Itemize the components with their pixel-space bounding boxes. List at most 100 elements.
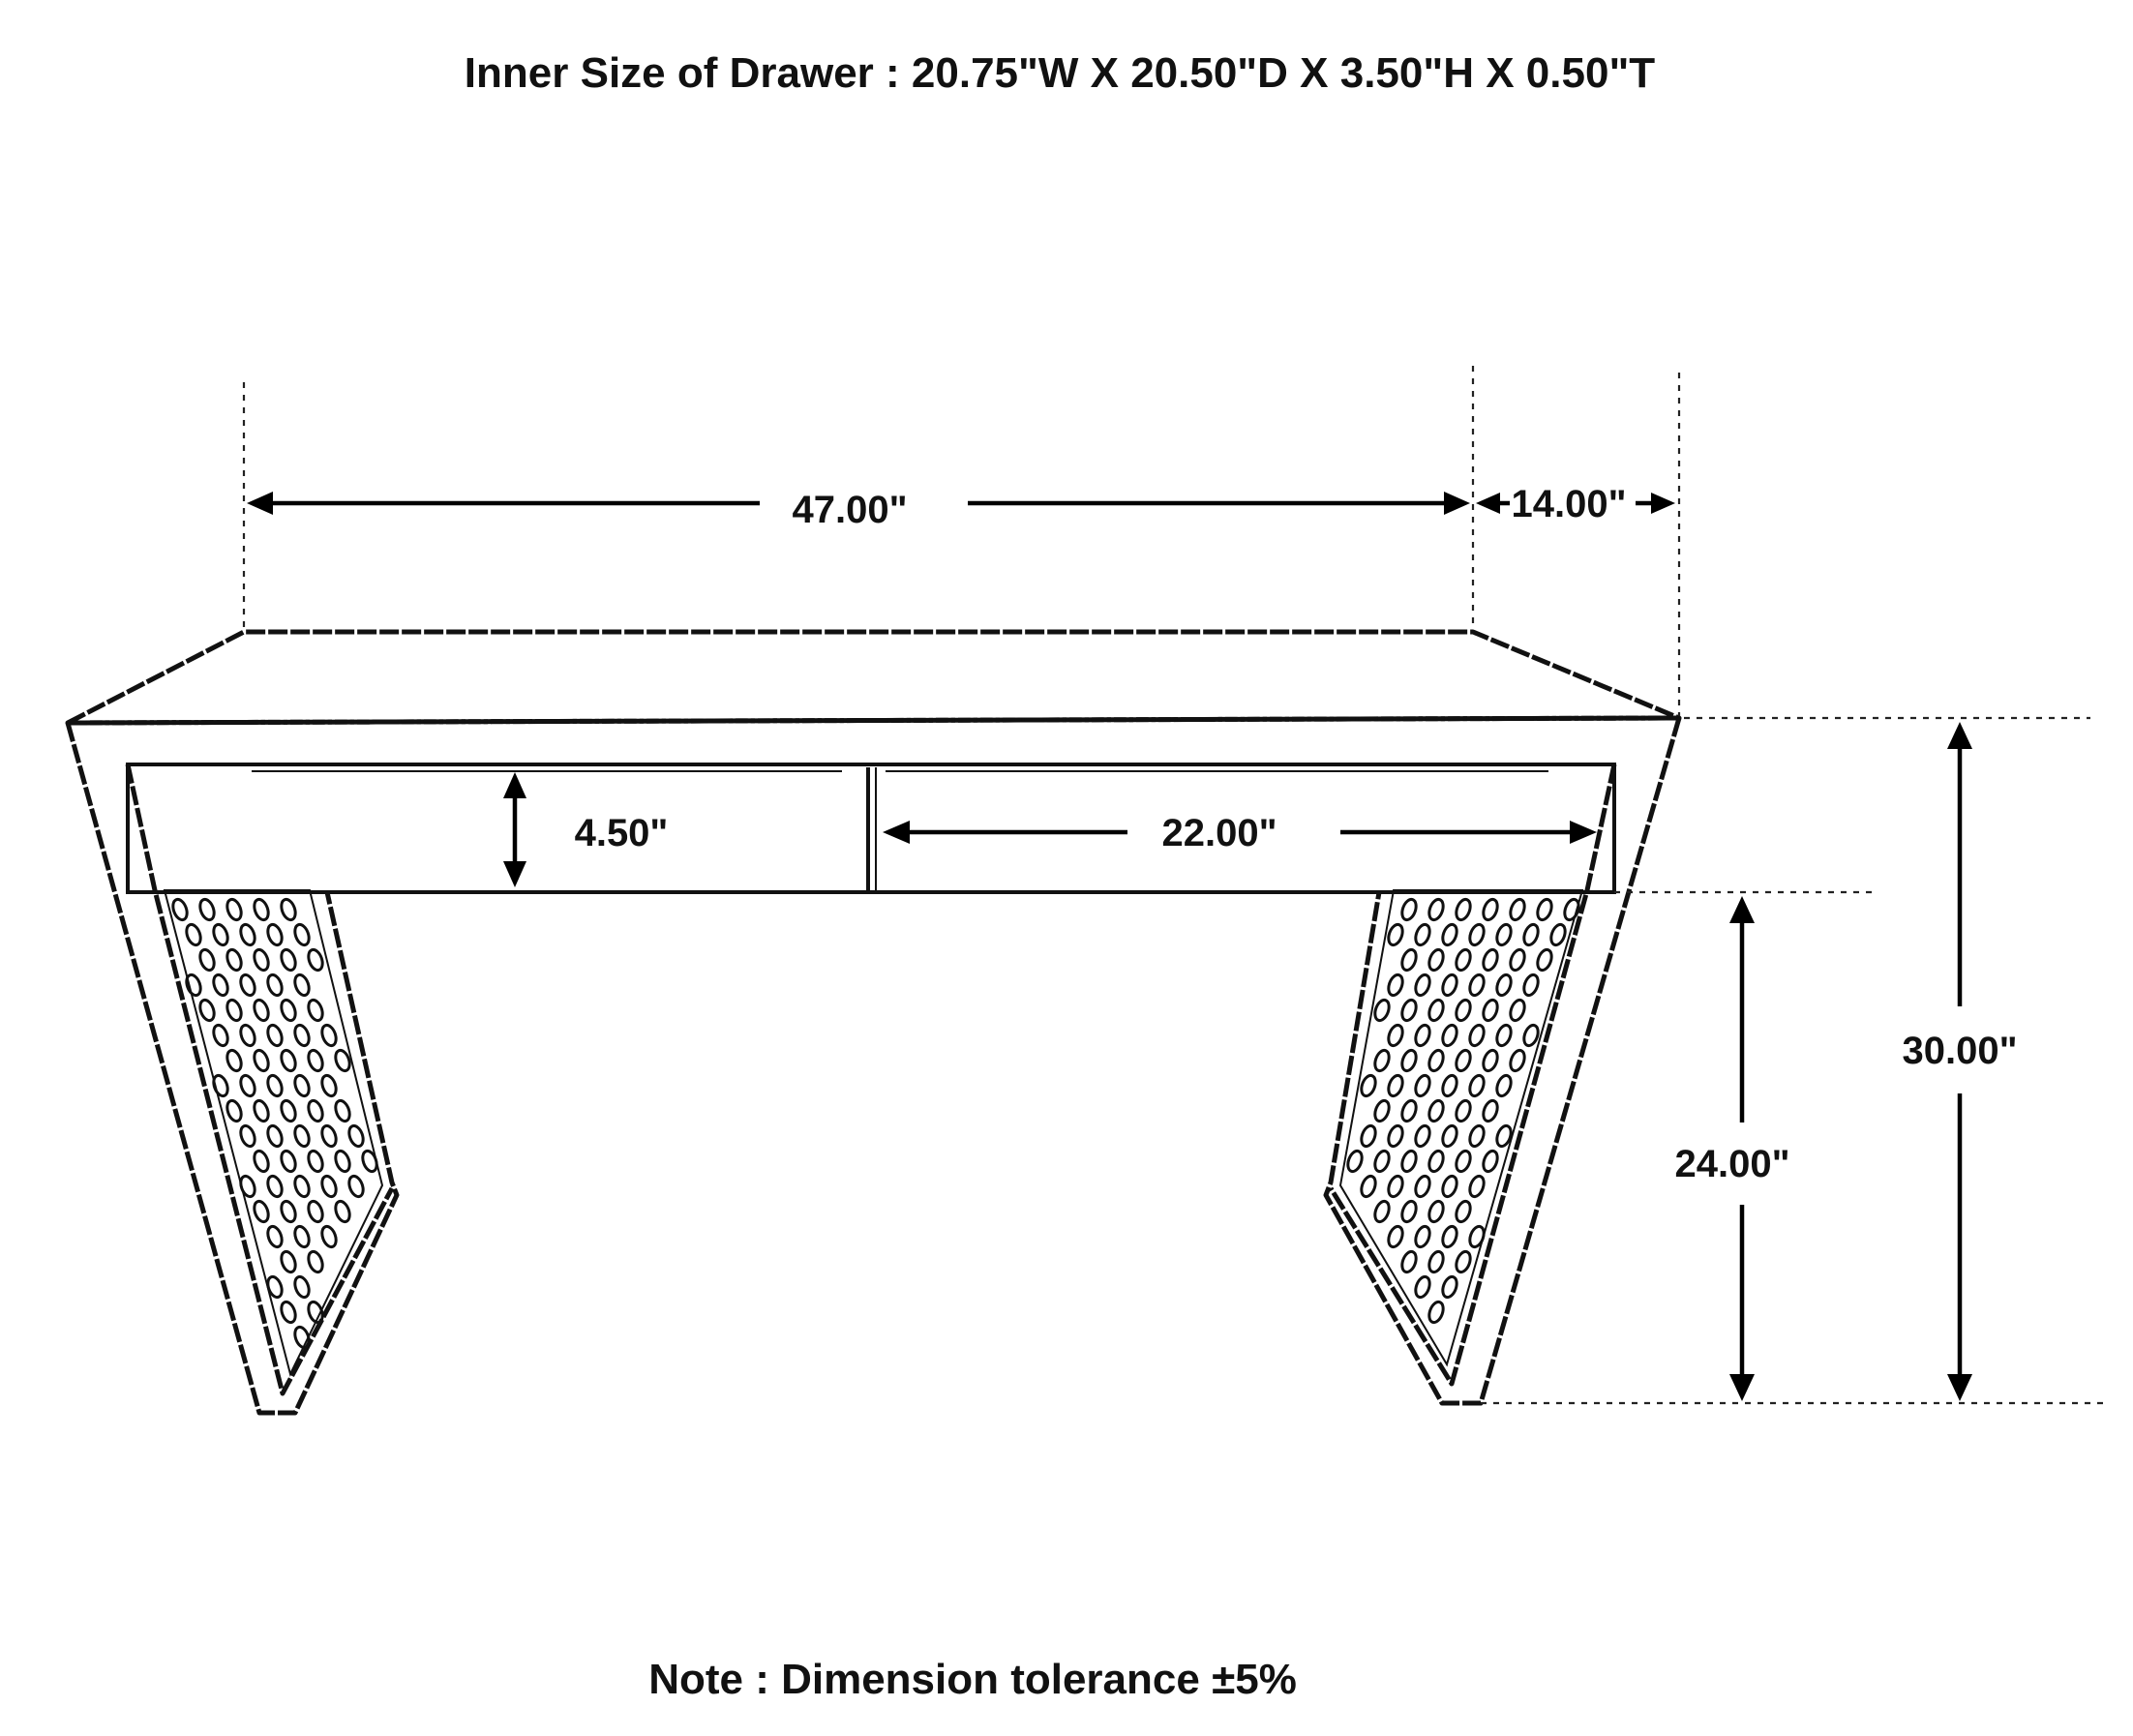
lattice-hole	[293, 922, 311, 947]
lattice-hole	[1373, 998, 1391, 1023]
dimension-leg-clearance: 24.00"	[1674, 896, 1790, 1401]
lattice-hole	[212, 973, 229, 998]
left-leg-inner-frame	[125, 763, 395, 1396]
lattice-hole	[307, 1199, 324, 1224]
lattice-hole	[1441, 1274, 1458, 1300]
lattice-hole	[1427, 897, 1445, 922]
desk-front-edge	[67, 715, 1680, 726]
lattice-hole	[1455, 998, 1472, 1023]
lattice-hole	[1482, 1048, 1499, 1073]
dimension-tolerance-note: Note : Dimension tolerance ±5%	[648, 1656, 1297, 1703]
arrowhead-down	[1729, 1374, 1755, 1401]
lattice-hole	[225, 1098, 243, 1123]
lattice-hole	[1441, 1073, 1458, 1098]
lattice-hole	[1373, 1149, 1391, 1174]
lattice-hole	[1360, 1123, 1377, 1149]
lattice-hole	[334, 1199, 351, 1224]
lattice-hole	[307, 1300, 324, 1325]
lattice-hole	[1495, 973, 1513, 998]
lattice-hole	[253, 947, 270, 973]
lattice-hole	[253, 1199, 270, 1224]
lattice-hole	[1387, 1123, 1404, 1149]
arrowhead-up	[1947, 722, 1972, 749]
lattice-hole	[1427, 1249, 1445, 1274]
lattice-hole	[1522, 922, 1540, 947]
lattice-hole	[280, 1048, 297, 1073]
arrowhead-up	[503, 772, 526, 798]
lattice-hole	[266, 922, 284, 947]
right-leg-panel	[1338, 889, 1584, 1367]
drawer-area	[126, 763, 1616, 894]
lattice-hole	[1414, 1274, 1431, 1300]
lattice-hole	[1441, 1123, 1458, 1149]
lattice-hole	[1522, 1023, 1540, 1048]
lattice-hole	[1427, 1098, 1445, 1123]
lattice-hole	[1536, 897, 1553, 922]
lattice-hole	[1346, 1149, 1364, 1174]
lattice-hole	[1427, 1048, 1445, 1073]
lattice-hole	[307, 947, 324, 973]
lattice-hole	[1373, 1098, 1391, 1123]
left-leg-outline	[65, 722, 400, 1416]
lattice-hole	[347, 1174, 365, 1199]
lattice-hole	[239, 1073, 256, 1098]
lattice-hole	[1495, 1123, 1513, 1149]
right-leg-inner-frame	[1328, 763, 1617, 1387]
lattice-hole	[1455, 947, 1472, 973]
lattice-hole	[1387, 1224, 1404, 1249]
arrowhead-down	[503, 861, 526, 887]
lattice-hole	[280, 1300, 297, 1325]
lattice-hole	[1441, 1224, 1458, 1249]
lattice-hole	[1360, 1073, 1377, 1098]
lattice-hole	[1414, 973, 1431, 998]
lattice-hole	[266, 1174, 284, 1199]
lattice-hole	[225, 947, 243, 973]
lattice-hole	[307, 1048, 324, 1073]
arrowhead-right	[1651, 493, 1675, 514]
lattice-hole	[320, 1123, 338, 1149]
lattice-hole	[1427, 998, 1445, 1023]
dimension-overall-height-label: 30.00"	[1902, 1030, 2017, 1072]
lattice-hole	[212, 1023, 229, 1048]
lattice-hole	[266, 973, 284, 998]
lattice-hole	[266, 1123, 284, 1149]
lattice-hole	[239, 1174, 256, 1199]
lattice-hole	[293, 1023, 311, 1048]
lattice-hole	[1387, 1174, 1404, 1199]
lattice-hole	[1441, 1174, 1458, 1199]
lattice-hole	[1468, 1174, 1486, 1199]
lattice-hole	[1441, 973, 1458, 998]
lattice-hole	[1441, 922, 1458, 947]
lattice-hole	[1482, 897, 1499, 922]
lattice-hole	[1495, 1023, 1513, 1048]
lattice-hole	[1360, 1174, 1377, 1199]
lattice-hole	[253, 998, 270, 1023]
lattice-hole	[198, 897, 216, 922]
lattice-hole	[253, 1098, 270, 1123]
lattice-hole	[1400, 1149, 1418, 1174]
dimension-depth-label: 14.00"	[1511, 483, 1626, 525]
lattice-hole	[1563, 897, 1580, 922]
lattice-hole	[198, 998, 216, 1023]
arrowhead-left	[247, 492, 273, 515]
lattice-hole	[1482, 1149, 1499, 1174]
lattice-hole	[1536, 947, 1553, 973]
dimension-leg-clearance-label: 24.00"	[1674, 1143, 1789, 1185]
right-leg-outline	[1323, 717, 1682, 1406]
lattice-hole	[1427, 947, 1445, 973]
lattice-hole	[293, 1123, 311, 1149]
lattice-hole	[1468, 1123, 1486, 1149]
dimension-depth: 14.00"	[1476, 483, 1675, 525]
arrowhead-down	[1947, 1374, 1972, 1401]
lattice-hole	[1400, 947, 1418, 973]
extension-lines	[242, 366, 2105, 1405]
lattice-hole	[1522, 973, 1540, 998]
lattice-hole	[280, 1249, 297, 1274]
lattice-hole	[1482, 998, 1499, 1023]
arrowhead-right	[1570, 821, 1597, 844]
lattice-hole	[1455, 1199, 1472, 1224]
lattice-hole	[293, 1174, 311, 1199]
lattice-hole	[1427, 1149, 1445, 1174]
lattice-hole	[1400, 1249, 1418, 1274]
